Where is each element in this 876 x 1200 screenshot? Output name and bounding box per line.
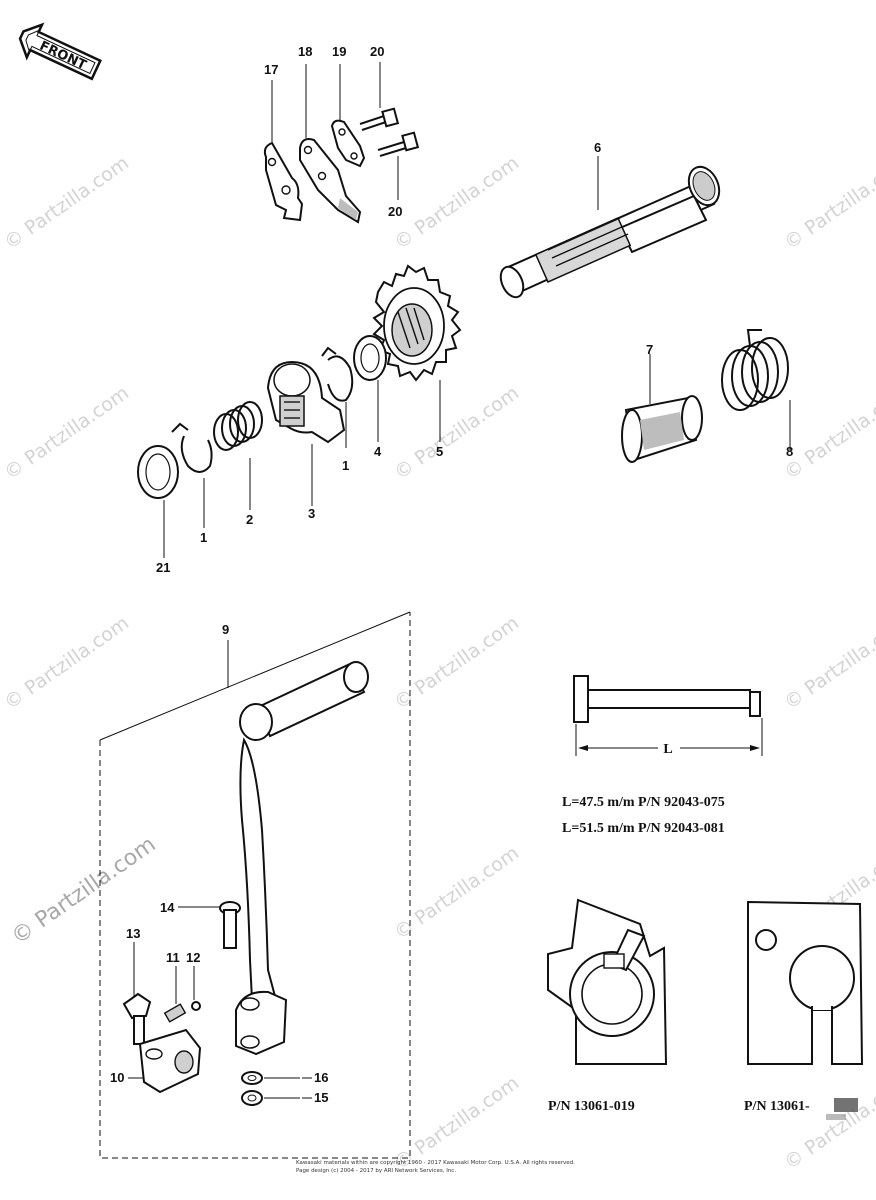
plate-17 [263,80,304,222]
torsion-spring-8 [721,329,791,450]
kick-pedal-assembly-outline [99,611,411,1159]
kick-shaft-6 [499,156,721,299]
copyright-line-2: Page design (c) 2004 - 2017 by ARI Netwo… [296,1168,456,1174]
pin-14 [178,901,241,949]
washer-21 [137,445,179,558]
callout-4: 4 [374,444,382,459]
kick-arm-9 [235,661,369,1056]
watermark: © Partzilla.com [780,612,876,714]
watermark: © Partzilla.com [0,152,133,254]
callout-20-top: 20 [370,44,384,59]
spec-line-1: L=47.5 m/m P/N 92043-075 [562,795,725,810]
tool-part-number-right: P/N 13061- [744,1099,810,1114]
washer-16 [241,1071,300,1085]
tool-13061-plate [747,900,864,1065]
callout-1-right: 1 [342,458,349,473]
washer-4 [353,335,387,442]
callout-16: 16 [314,1070,328,1085]
tool-13061-019 [547,898,668,1065]
spring-2 [213,401,263,510]
callout-19: 19 [332,44,346,59]
tool-part-number-left: P/N 13061-019 [548,1099,635,1114]
clamp-10 [128,1028,202,1094]
watermark: © Partzilla.com [780,382,876,484]
set-screw-11 [163,966,187,1023]
ratchet-3 [266,360,346,506]
watermark: © Partzilla.com [780,1072,876,1174]
kick-gear-5 [372,264,462,442]
watermark: © Partzilla.com [0,382,133,484]
callout-21: 21 [156,560,170,575]
watermark: © Partzilla.com [390,152,523,254]
circlip-1-right [321,346,354,448]
plate-18 [299,64,362,224]
callout-13: 13 [126,926,140,941]
smudged-suffix-mark [826,1098,858,1120]
circlip-1-left [171,422,213,528]
callout-11: 11 [166,950,180,965]
callout-1-left: 1 [200,530,207,545]
callout-15: 15 [314,1090,328,1105]
callout-3: 3 [308,506,315,521]
bolt-20-upper [359,62,400,131]
callout-14: 14 [160,900,175,915]
callout-18: 18 [298,44,312,59]
pin-dimension-drawing: L [573,675,763,757]
bolt-13 [122,942,152,1045]
copyright-line-1: Kawasaki materials within are copyright … [296,1160,575,1166]
callout-7: 7 [646,342,653,357]
nut-15 [241,1090,300,1106]
callout-10: 10 [110,1070,124,1085]
watermark: © Partzilla.com [390,382,523,484]
ball-12 [191,966,201,1011]
front-arrow-icon: FRONT [18,22,102,81]
bushing-7 [621,354,703,463]
watermark: © Partzilla.com [780,152,876,254]
callout-9: 9 [222,622,229,637]
callout-5: 5 [436,444,443,459]
callout-17: 17 [264,62,278,77]
callout-8: 8 [786,444,793,459]
plate-19 [330,64,366,168]
dimension-label: L [663,742,672,757]
watermark: © Partzilla.com [0,612,133,714]
bolt-20-lower [377,131,420,200]
callout-6: 6 [594,140,601,155]
callout-12: 12 [186,950,200,965]
spec-line-2: L=51.5 m/m P/N 92043-081 [562,821,725,836]
callouts: 17 18 19 20 20 6 7 8 5 4 1 3 2 1 21 9 14… [110,44,793,1105]
callout-2: 2 [246,512,253,527]
callout-20-bottom: 20 [388,204,402,219]
